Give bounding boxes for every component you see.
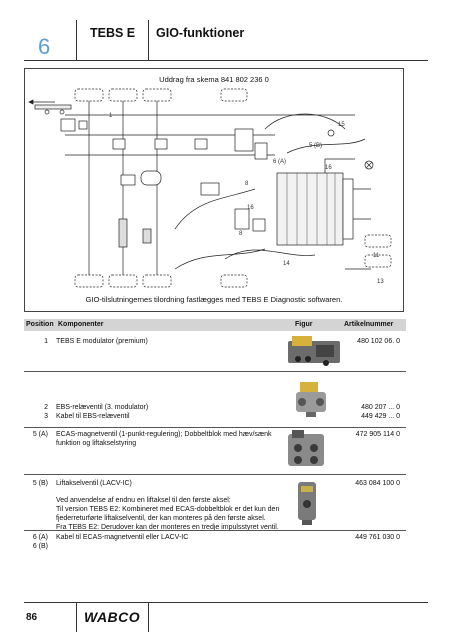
row-divider: [24, 530, 406, 531]
row-article: 472 905 114 0: [355, 431, 400, 438]
row-component: TEBS E modulator (premium): [56, 338, 148, 345]
column-header-position: Position: [26, 321, 54, 328]
lift-axle-valve-figure: [292, 478, 322, 531]
row-divider: [24, 474, 406, 475]
row-divider: [24, 427, 406, 428]
section-name: TEBS E: [90, 26, 136, 40]
row-position: 2: [44, 404, 48, 411]
header-rule: [24, 60, 428, 61]
diagram-label-6a: 6 (A): [273, 159, 286, 165]
row-position: 5 (B): [32, 480, 48, 487]
diagram-label-5b: 5 (B): [309, 143, 322, 149]
diagram-label-8b: 8: [239, 231, 243, 237]
chapter-number: 6: [38, 34, 51, 59]
schematic-diagram: 15 5 (B) 16 6 (A) 8 16 8 14 11 13 1 Uddr…: [24, 68, 404, 312]
row-position: 3: [44, 413, 48, 420]
header-divider: [76, 20, 77, 60]
wabco-logo: WABCO: [84, 609, 141, 625]
row-component: Liftakselventil (LACV-IC): [56, 480, 132, 487]
column-header-article: Artikelnummer: [344, 321, 394, 328]
row-article: 480 102 06. 0: [357, 338, 400, 345]
row-note: Ved anvendelse af endnu en liftaksel til…: [56, 497, 280, 531]
column-header-components: Komponenter: [58, 321, 104, 328]
row-component: EBS-relæventil (3. modulator): [56, 404, 149, 411]
diagram-label-16: 16: [325, 165, 332, 171]
diagram-label-8: 8: [245, 181, 249, 187]
row-divider: [24, 371, 406, 372]
column-header-figure: Figur: [295, 321, 313, 328]
modulator-figure: [286, 333, 342, 374]
row-component: Kabel til EBS-relæventil: [56, 413, 130, 420]
page-number: 86: [26, 612, 38, 623]
row-position: 1: [44, 338, 48, 345]
diagram-label-14: 14: [283, 261, 290, 267]
row-article: 449 761 030 0: [355, 534, 400, 541]
row-component: ECAS-magnetventil (1-punkt-regulering); …: [56, 431, 272, 447]
diagram-footnote: GIO-tilslutningernes tilordning fastlægg…: [85, 295, 343, 304]
relay-valve-figure: [290, 378, 334, 423]
diagram-label-13: 13: [377, 279, 384, 285]
footer-divider: [76, 602, 77, 632]
row-component: Kabel til ECAS-magnetventil eller LACV-I…: [56, 534, 189, 541]
chapter-marker: 6: [24, 14, 76, 60]
diagram-label-1: 1: [109, 113, 113, 119]
header-divider: [148, 20, 149, 60]
diagram-caption: Uddrag fra skema 841 802 236 0: [159, 75, 269, 84]
schematic-drawing: 15 5 (B) 16 6 (A) 8 16 8 14 11 13 1: [28, 88, 392, 288]
row-position: 6 (A) 6 (B): [32, 534, 48, 550]
table-header: Position Komponenter Figur Artikelnummer: [24, 319, 406, 331]
row-position: 5 (A): [32, 431, 48, 438]
diagram-label-16b: 16: [247, 205, 254, 211]
diagram-label-11: 11: [373, 253, 380, 259]
page-title: GIO-funktioner: [156, 26, 245, 40]
row-article: 480 207 ... 0: [361, 404, 400, 411]
row-article: 463 084 100 0: [355, 480, 400, 487]
ecas-valve-figure: [284, 428, 328, 477]
row-article: 449 429 ... 0: [361, 413, 400, 420]
footer-divider: [148, 602, 149, 632]
footer-rule: [24, 602, 428, 603]
diagram-label-15: 15: [338, 122, 345, 128]
